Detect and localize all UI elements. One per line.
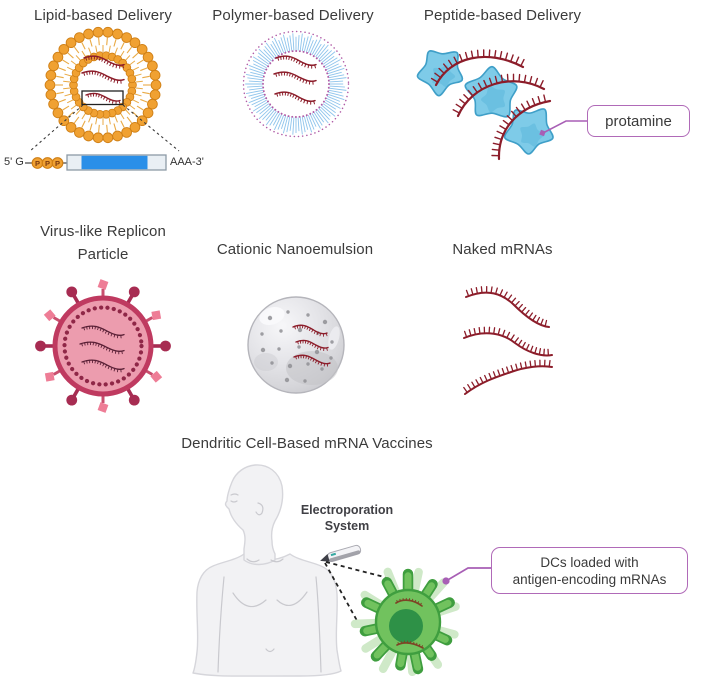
five-prime-cap-label: 5' G bbox=[4, 156, 24, 168]
nanoemulsion-graphic bbox=[247, 296, 345, 394]
injection-dashed-lines bbox=[324, 561, 393, 627]
protamine-callout: protamine bbox=[587, 105, 690, 137]
title-naked-mrnas: Naked mRNAs bbox=[452, 241, 553, 258]
dc-callout-line: antigen-encoding mRNAs bbox=[512, 571, 667, 587]
phosphate-p-label: P bbox=[55, 159, 60, 168]
label-line: Electroporation bbox=[300, 503, 394, 517]
three-prime-tail-label: AAA-3' bbox=[170, 156, 204, 168]
title-cationic-nanoemulsion: Cationic Nanoemulsion bbox=[216, 241, 374, 258]
dc-callout-line: DCs loaded with bbox=[540, 554, 639, 570]
title-line: Particle bbox=[77, 246, 129, 263]
title-dendritic-cell-vaccines: Dendritic Cell-Based mRNA Vaccines bbox=[181, 435, 433, 452]
naked-mrna-graphic bbox=[463, 285, 553, 395]
title-polymer-based-delivery: Polymer-based Delivery bbox=[212, 7, 374, 24]
liposome-graphic bbox=[44, 26, 162, 144]
dendritic-cell-graphic bbox=[350, 567, 460, 677]
title-lipid-based-delivery: Lipid-based Delivery bbox=[34, 7, 172, 24]
virus-particle-graphic bbox=[35, 279, 171, 413]
title-virus-like-replicon-particle: Virus-like Replicon Particle bbox=[8, 220, 198, 266]
phosphate-p-label: P bbox=[35, 159, 40, 168]
protamine-callout-text: protamine bbox=[605, 112, 672, 130]
title-line: Virus-like Replicon bbox=[40, 223, 166, 240]
electroporation-system-label: Electroporation System bbox=[292, 502, 402, 534]
protamine-connector bbox=[539, 120, 587, 137]
polymer-particle-graphic bbox=[242, 30, 350, 138]
phosphate-p-label: P bbox=[45, 159, 50, 168]
electroporation-device-graphic bbox=[320, 544, 362, 563]
title-peptide-based-delivery: Peptide-based Delivery bbox=[423, 7, 582, 24]
human-torso-graphic bbox=[192, 464, 342, 677]
dc-callout-connector bbox=[442, 567, 491, 585]
peptide-complex-graphic bbox=[416, 49, 554, 161]
label-line: System bbox=[324, 519, 370, 533]
dc-loaded-callout: DCs loaded with antigen-encoding mRNAs bbox=[491, 547, 688, 594]
